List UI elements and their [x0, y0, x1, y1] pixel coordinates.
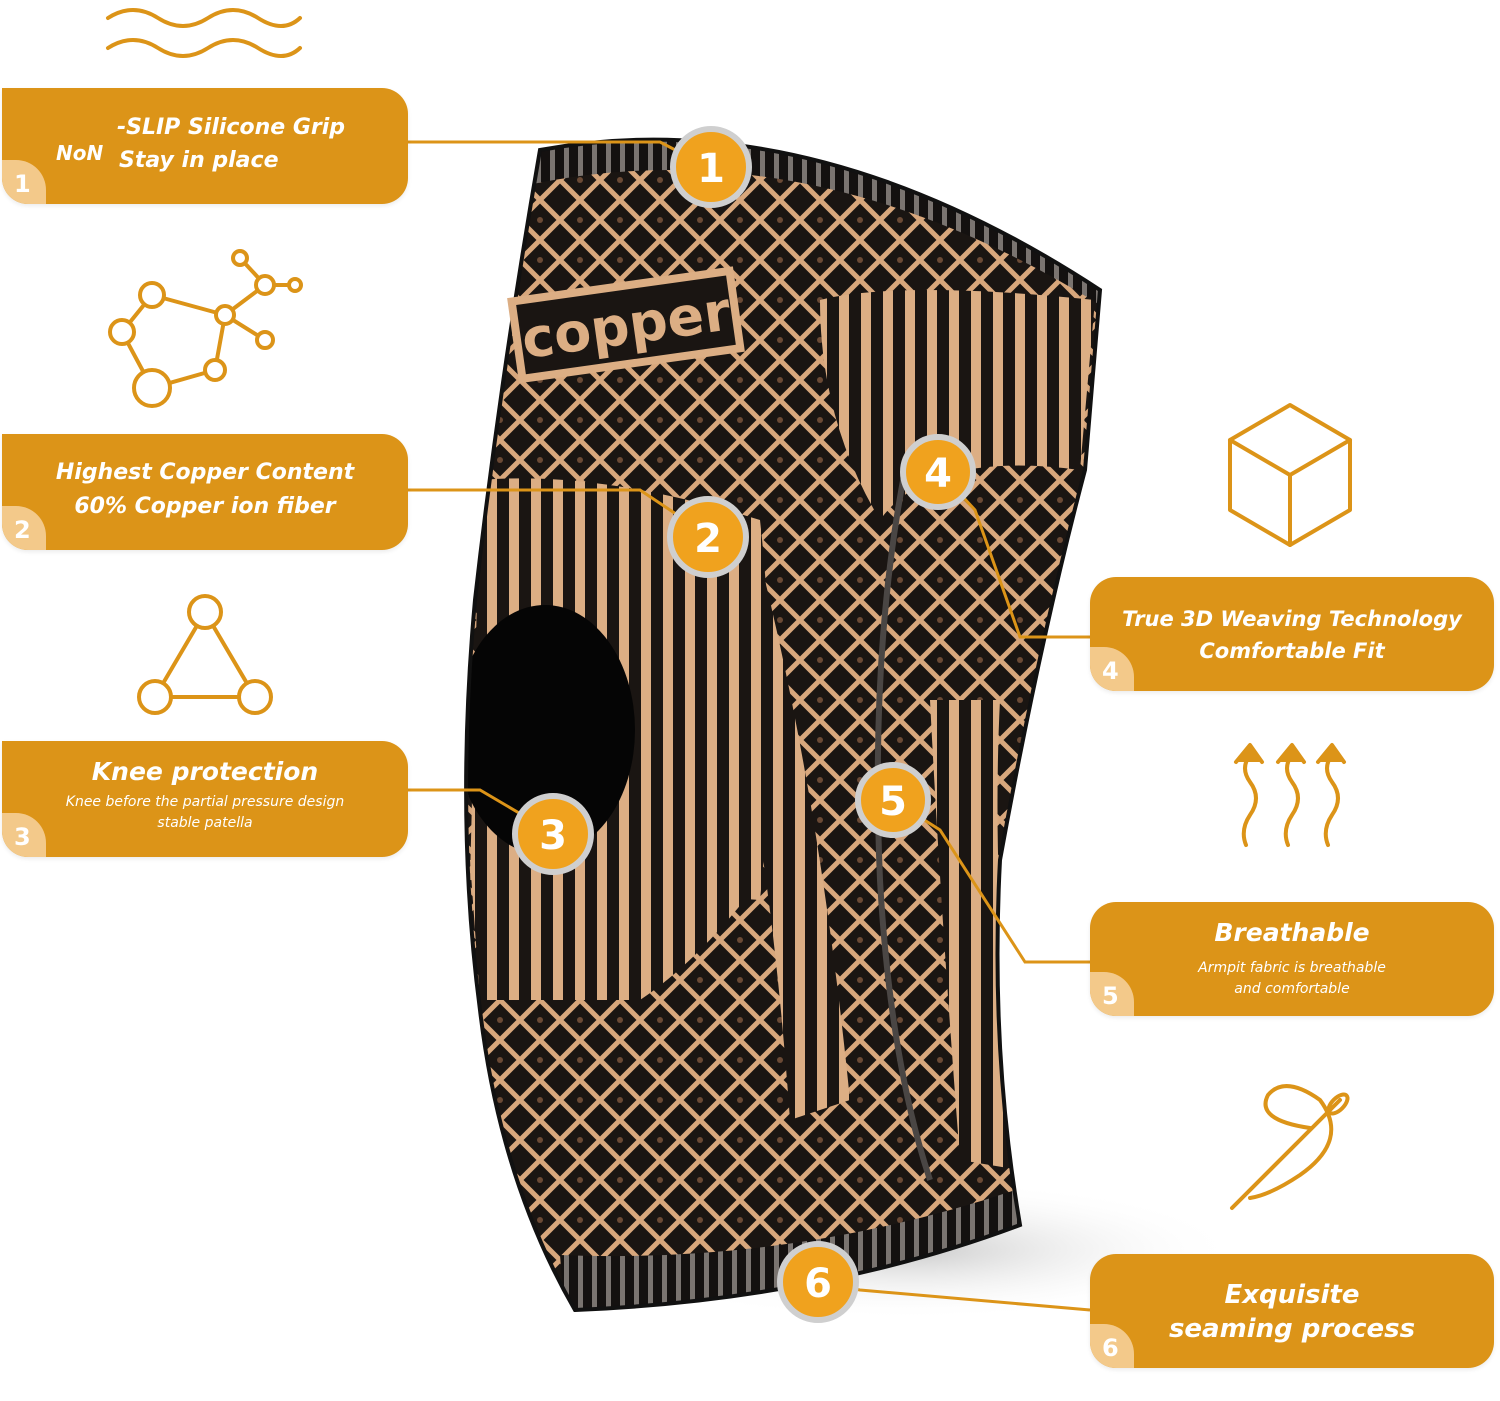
callout-1-prefix: NoN — [56, 141, 104, 165]
callout-3-line2: stable patella — [157, 815, 253, 831]
callout-6: Exquisite seaming process 6 — [1090, 1254, 1494, 1368]
heat-arrows-icon — [1234, 743, 1346, 847]
callout-5-line2: and comfortable — [1234, 981, 1350, 997]
callout-1-number: 1 — [2, 160, 46, 204]
svg-text:1: 1 — [697, 146, 725, 192]
badge-5: 5 — [855, 762, 931, 838]
badge-3: 3 — [512, 793, 594, 875]
svg-text:2: 2 — [694, 516, 722, 562]
copper-logo: copper — [507, 266, 745, 384]
callout-1-line2: Stay in place — [119, 148, 279, 173]
triangle-network-icon — [137, 594, 273, 715]
molecule-icon — [108, 249, 303, 408]
wave-icon — [106, 8, 302, 58]
callout-2-line2: 60% Copper ion fiber — [74, 494, 336, 519]
callout-5: Breathable Armpit fabric is breathable a… — [1090, 902, 1494, 1016]
badge-6: 6 — [777, 1241, 859, 1323]
callout-6-line1: Exquisite — [1224, 1280, 1360, 1310]
callout-4-line2: Comfortable Fit — [1199, 639, 1385, 663]
svg-text:4: 4 — [924, 451, 952, 497]
callout-4: True 3D Weaving Technology Comfortable F… — [1090, 577, 1494, 691]
needle-thread-icon — [1230, 1084, 1350, 1210]
callout-5-line1: Armpit fabric is breathable — [1198, 960, 1386, 976]
svg-text:6: 6 — [804, 1261, 832, 1307]
callout-3: Knee protection Knee before the partial … — [2, 741, 408, 857]
callout-1: NoN -SLIP Silicone Grip Stay in place 1 — [2, 88, 408, 204]
cube-icon — [1228, 403, 1352, 547]
patella-pad — [466, 605, 635, 855]
callout-2-number: 2 — [2, 506, 46, 550]
callout-2: Highest Copper Content 60% Copper ion fi… — [2, 434, 408, 550]
badge-1: 1 — [670, 126, 752, 208]
callout-6-line2: seaming process — [1168, 1314, 1416, 1344]
callout-2-line1: Highest Copper Content — [55, 460, 355, 485]
callout-1-line1: -SLIP Silicone Grip — [117, 115, 346, 140]
callout-3-line1: Knee before the partial pressure design — [65, 794, 345, 810]
svg-text:5: 5 — [879, 779, 907, 825]
knee-sleeve-image — [466, 139, 1101, 1310]
callout-5-title: Breathable — [1214, 918, 1370, 947]
badge-4: 4 — [900, 434, 976, 510]
svg-text:3: 3 — [539, 813, 567, 859]
badge-2: 2 — [667, 496, 749, 578]
callout-4-line1: True 3D Weaving Technology — [1122, 607, 1462, 631]
callout-3-number: 3 — [2, 813, 46, 857]
callout-3-title: Knee protection — [91, 757, 319, 786]
